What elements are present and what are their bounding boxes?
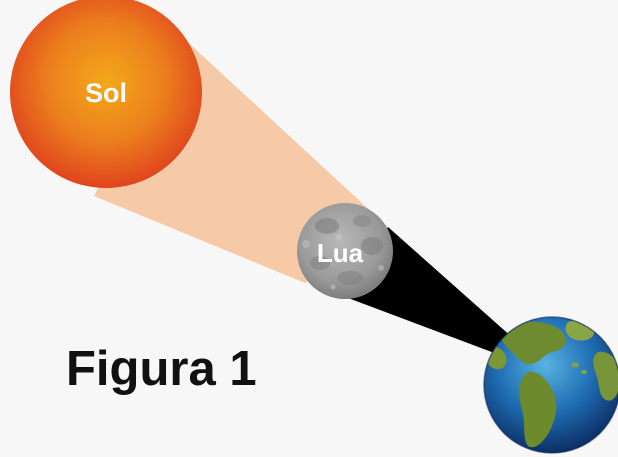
sun-icon bbox=[10, 0, 202, 188]
earth-icon bbox=[483, 316, 618, 454]
moon-label: Lua bbox=[317, 238, 364, 268]
moon-icon bbox=[297, 203, 393, 299]
sun-label: Sol bbox=[85, 78, 127, 108]
figure-caption: Figura 1 bbox=[66, 342, 257, 396]
